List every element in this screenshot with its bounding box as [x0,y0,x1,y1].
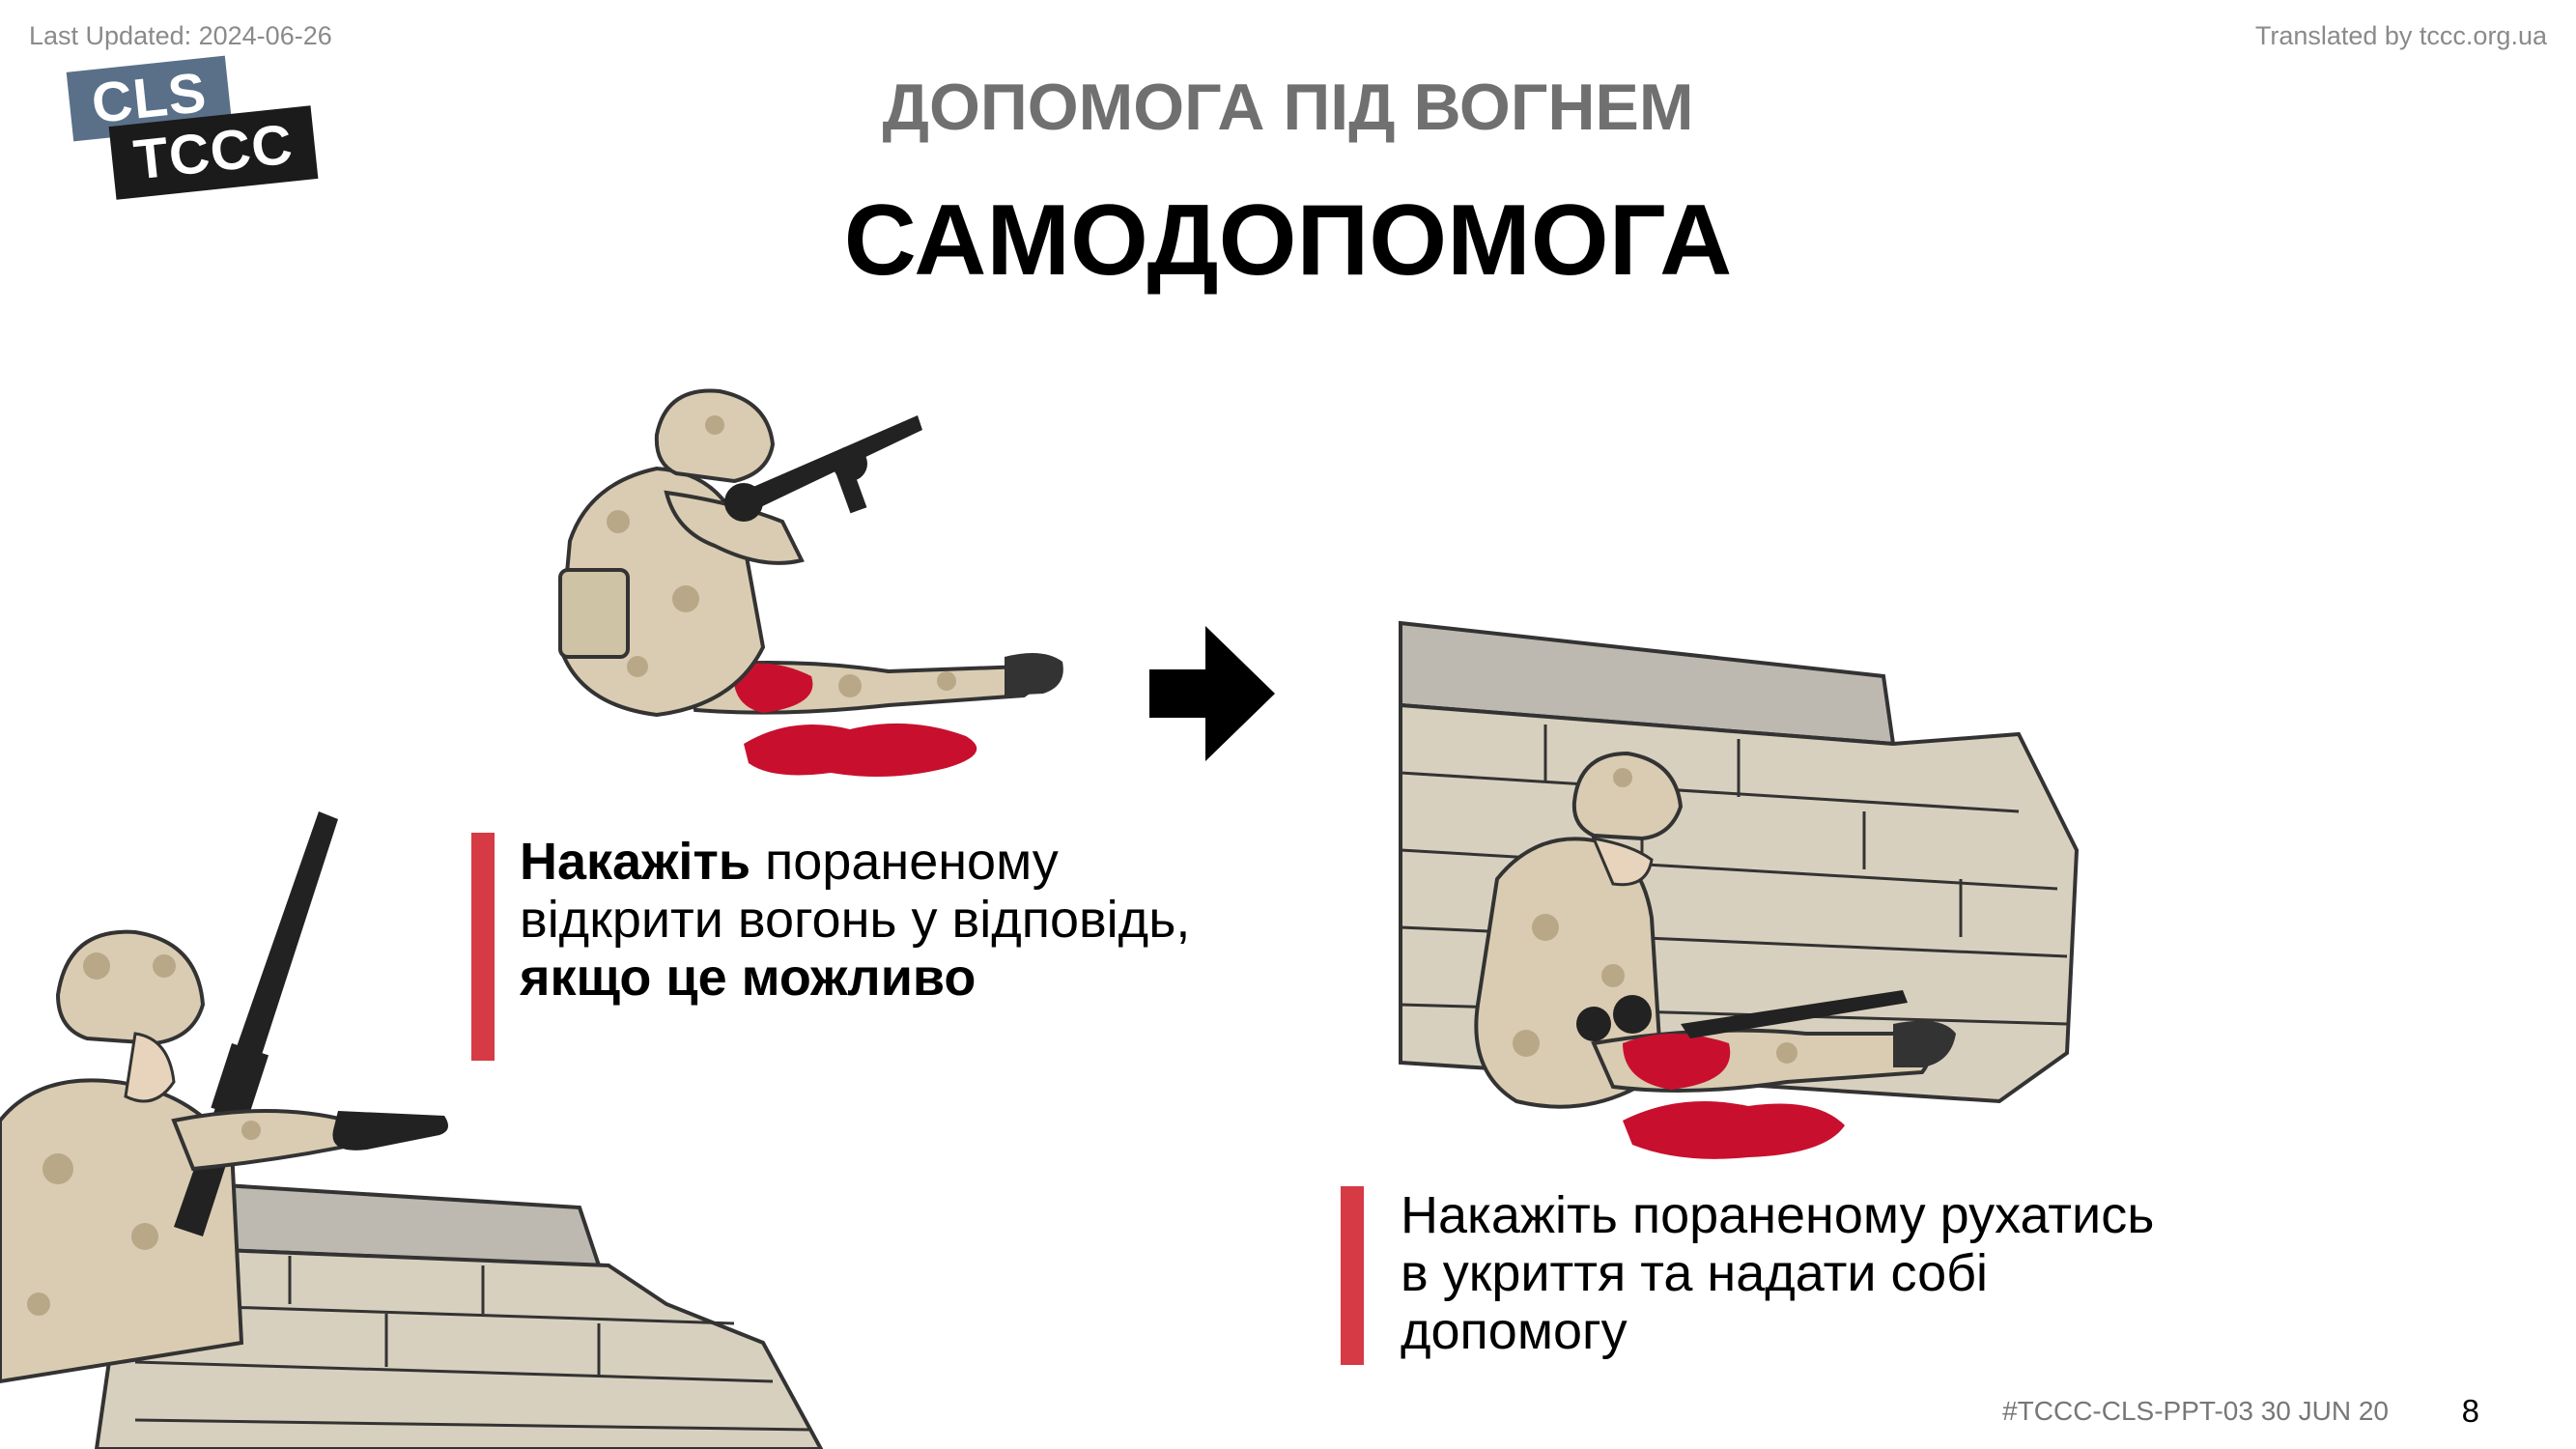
caption-accent-bar [471,833,495,1061]
slide-subtitle: ДОПОМОГА ПІД ВОГНЕМ [882,71,1694,144]
caption-return-fire: Накажіть пораненому відкрити вогонь у ві… [520,833,1196,1007]
caption-text: пораненому відкрити вогонь у відповідь, [520,833,1191,949]
caption-move-to-cover: Накажіть пораненому рухатись в укриття т… [1401,1186,2155,1360]
last-updated-text: Last Updated: 2024-06-26 [29,21,332,50]
caption-bold-text: якщо це можливо [520,949,977,1007]
footer-document-code: #TCCC-CLS-PPT-03 30 JUN 20 [2002,1396,2389,1426]
caption-accent-bar [1341,1186,1364,1365]
wounded-soldier-firing-illustration [557,388,1063,777]
page-number: 8 [2461,1393,2479,1429]
soldier-self-aid-cover-illustration [1399,620,2080,1159]
soldier-pointing-illustration [0,811,824,1449]
slide-title: САМОДОПОМОГА [843,185,1733,297]
translated-by-text: Translated by tccc.org.ua [2254,21,2547,50]
arrow-right-icon [1149,626,1275,761]
caption-bold-text: Накажіть [520,833,751,891]
